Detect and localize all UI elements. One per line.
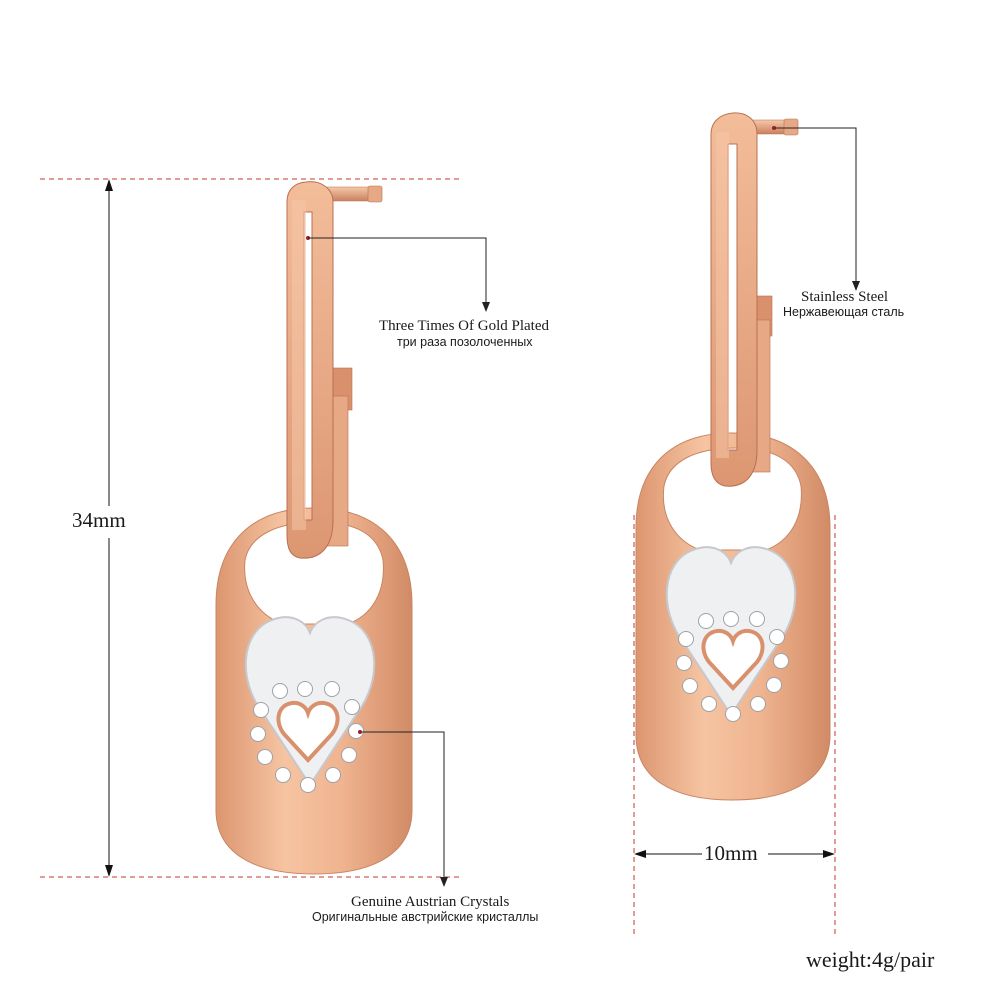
leader-lines <box>308 127 860 887</box>
crystals-label-ru: Оригинальные австрийские кристаллы <box>312 910 539 924</box>
steel-label-en: Stainless Steel <box>801 289 889 305</box>
plating-label-en: Three Times Of Gold Plated <box>379 318 549 334</box>
height-guide-lines <box>40 178 836 935</box>
height-dimension-label: 34mm <box>72 508 126 532</box>
right-earring <box>635 112 831 801</box>
crystals-leader <box>360 731 445 880</box>
steel-leader <box>775 127 857 284</box>
left-earring <box>215 181 413 875</box>
left-heart-frame <box>244 616 376 787</box>
right-heart-frame <box>665 546 797 717</box>
left-heart-cutout <box>276 700 340 763</box>
plating-leader <box>308 237 487 305</box>
weight-label: weight:4g/pair <box>806 947 935 972</box>
height-arrow <box>105 179 113 877</box>
left-crystals <box>250 681 364 793</box>
width-dimension-label: 10mm <box>704 841 758 865</box>
plating-label-ru: три раза позолоченных <box>397 335 533 349</box>
width-arrow <box>634 850 835 858</box>
right-heart-cutout <box>701 628 765 691</box>
crystals-label-en: Genuine Austrian Crystals <box>351 894 510 910</box>
steel-label-ru: Нержавеющая сталь <box>783 305 905 319</box>
right-crystals <box>676 611 789 722</box>
